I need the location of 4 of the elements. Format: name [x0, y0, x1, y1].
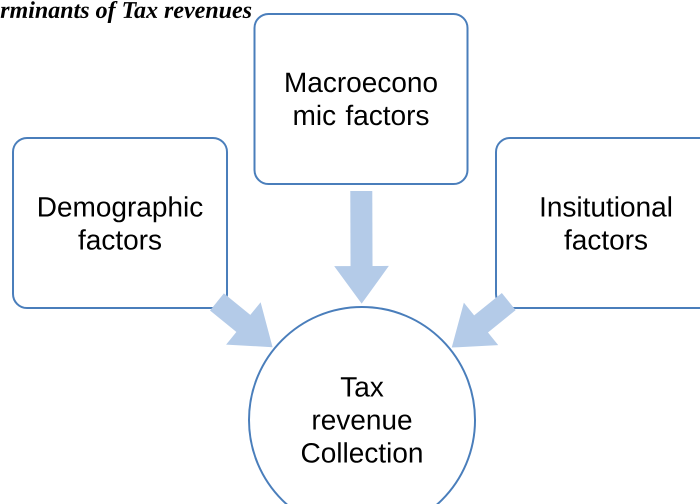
rounded-box: Macroecono mic factors: [254, 13, 468, 185]
rounded-box: Insitutional factors: [495, 137, 700, 309]
title: rminants of Tax revenues: [0, 1, 252, 23]
rounded-box: Demographic factors: [12, 137, 228, 309]
